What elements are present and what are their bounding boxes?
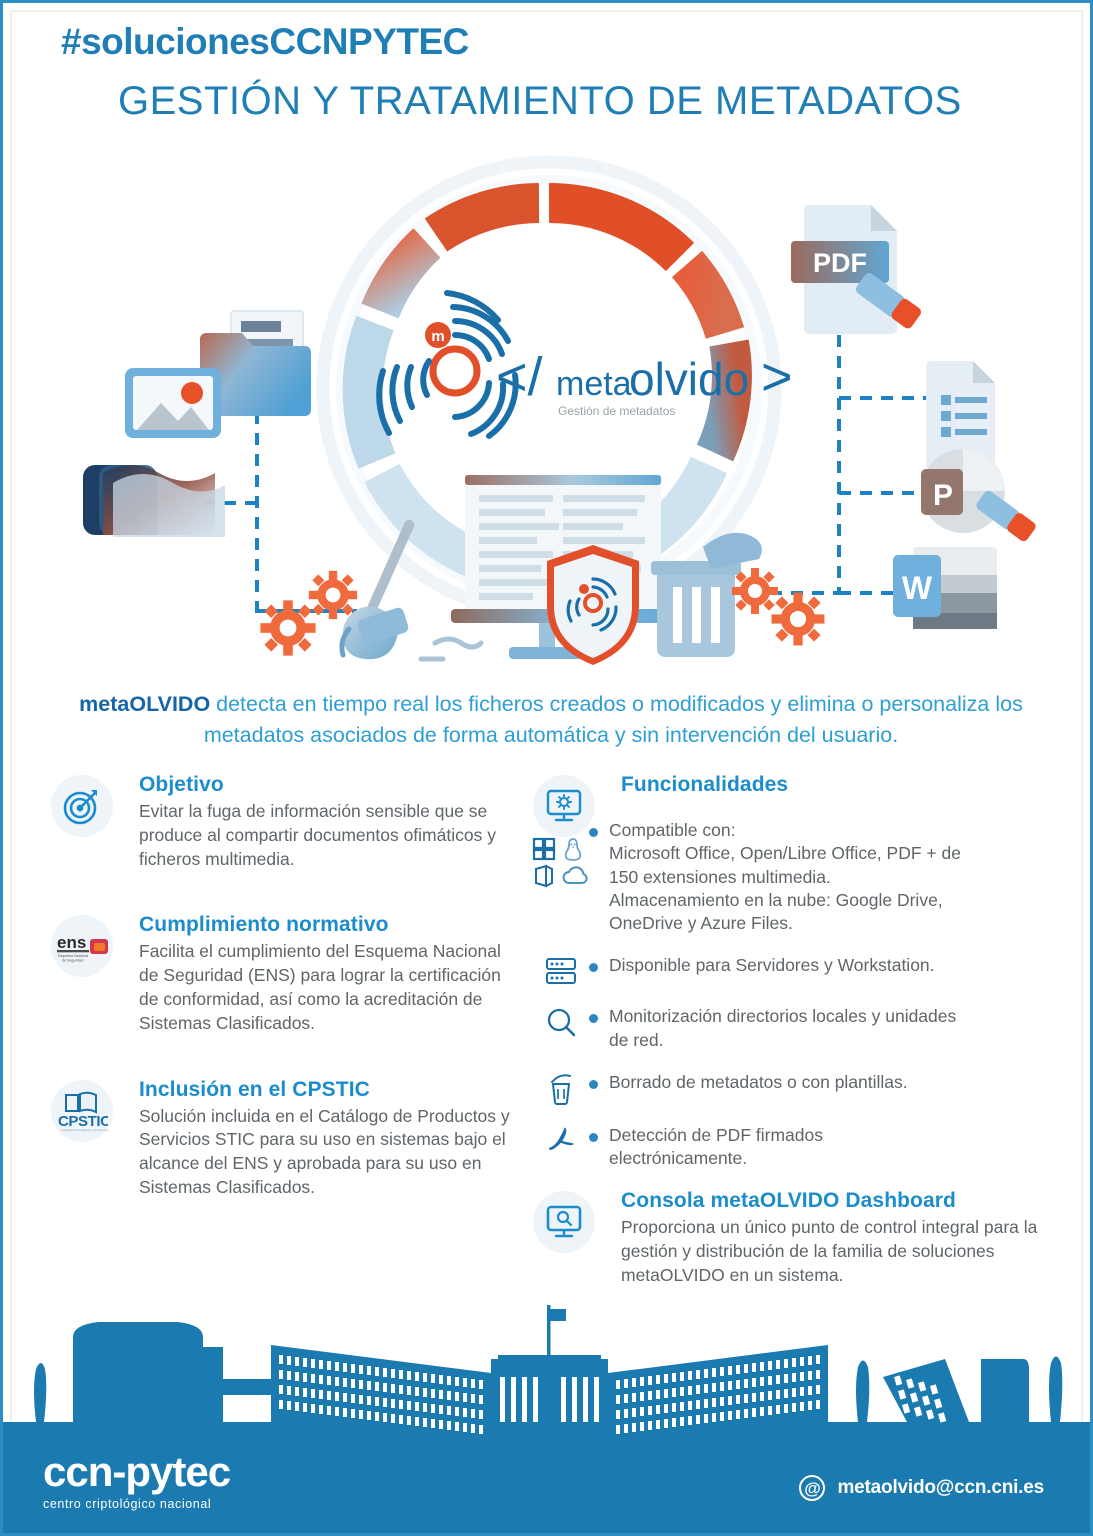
feature-servers-text: Disponible para Servidores y Workstation… — [609, 955, 935, 976]
windows-icon — [532, 837, 555, 861]
svg-text:Catálogo de Productos y Servic: Catálogo de Productos y Servicios STIC — [61, 1128, 108, 1132]
logo-tagline: centro criptológico nacional — [43, 1497, 212, 1511]
feature-monitoring-text: Monitorización directorios locales y uni… — [609, 1006, 957, 1050]
svg-text:CPSTIC: CPSTIC — [58, 1113, 108, 1130]
svg-text:>: > — [761, 347, 793, 407]
funcionalidades-title: Funcionalidades — [621, 773, 789, 796]
dashboard-monitor-icon — [546, 1206, 582, 1238]
consola-badge — [533, 1191, 595, 1254]
page-header: #solucionesCCNPYTEC GESTIÓN Y TRATAMIENT… — [3, 3, 1090, 143]
feature-erase-text: Borrado de metadatos o con plantillas. — [609, 1071, 908, 1092]
svg-text:meta: meta — [556, 365, 632, 403]
list-document-icon — [926, 361, 995, 470]
feature-monitoring: Monitorización directorios locales y uni… — [533, 1005, 1053, 1052]
trash-icon — [551, 1074, 571, 1105]
bullet-dot — [589, 1014, 598, 1024]
bullet-dot — [589, 828, 598, 837]
word-file-icon: W — [893, 547, 997, 629]
pdf-file-icon: PDF — [791, 205, 922, 334]
funcionalidades-badge — [533, 775, 595, 837]
powerpoint-file-icon: P — [921, 449, 1036, 542]
section-objetivo: Objetivo Evitar la fuga de información s… — [51, 773, 521, 871]
svg-text:de Seguridad: de Seguridad — [62, 959, 83, 963]
svg-text:m: m — [431, 328, 444, 345]
objetivo-title: Objetivo — [139, 773, 224, 796]
feature-servers: Disponible para Servidores y Workstation… — [533, 954, 1053, 986]
lead-brand: metaOLVIDO — [79, 692, 211, 716]
left-column: Objetivo Evitar la fuga de información s… — [51, 773, 521, 1226]
right-column: Funcionalidades — [532, 773, 1053, 1314]
consola-title: Consola metaOLVIDO Dashboard — [621, 1189, 956, 1213]
consola-body: Proporciona un único punto de control in… — [621, 1217, 1038, 1285]
progress-ring — [342, 182, 752, 593]
hero-illustration: m </ meta olvido > Gestión de metadatos — [3, 143, 1090, 673]
cumplimiento-title: Cumplimiento normativo — [139, 913, 389, 937]
cumplimiento-body: Facilita el cumplimiento del Esquema Nac… — [139, 941, 501, 1033]
cpstic-badge: CPSTIC Catálogo de Productos y Servicios… — [51, 1079, 113, 1142]
objetivo-body: Evitar la fuga de información sensible q… — [139, 801, 496, 869]
cloud-icon — [562, 866, 588, 885]
cpstic-title: Inclusión en el CPSTIC — [139, 1077, 370, 1101]
svg-text:Esquema Nacional: Esquema Nacional — [58, 954, 88, 958]
logo-tagline: Gestión de metadatos — [558, 404, 675, 418]
email-address[interactable]: metaolvido@ccn.cni.es — [837, 1477, 1044, 1498]
mop-icon — [339, 519, 484, 662]
page-title: GESTIÓN Y TRATAMIENTO DE METADATOS — [118, 79, 962, 123]
cpstic-body: Solución incluida en el Catálogo de Prod… — [139, 1105, 510, 1197]
feature-signed-pdf: Detección de PDF firmados electrónicamen… — [533, 1124, 1053, 1171]
ppt-label: P — [933, 479, 953, 512]
ens-badge: ens Esquema Nacional de Seguridad — [51, 915, 113, 978]
feature-signed-pdf-text: Detección de PDF firmados electrónicamen… — [609, 1124, 823, 1169]
feature-compatible: Compatible con: Microsoft Office, Open/L… — [532, 819, 1053, 935]
magnifier-icon — [547, 1009, 576, 1037]
page-footer: ccn-pytec centro criptológico nacional @… — [3, 1437, 1090, 1533]
skyline-silhouette — [3, 1297, 1090, 1437]
metaolvido-logo: m </ meta olvido > Gestión de metadatos — [376, 290, 793, 439]
platform-icons — [532, 819, 589, 888]
acrobat-icon — [549, 1127, 574, 1150]
monitor-gear-icon — [546, 789, 582, 822]
word-label: W — [902, 570, 933, 606]
bullet-dot — [589, 963, 598, 973]
section-consola: Consola metaOLVIDO Dashboard Proporciona… — [533, 1189, 1053, 1287]
logo-wordmark: ccn-pytec — [43, 1448, 231, 1495]
linux-penguin-icon — [564, 838, 581, 861]
svg-text:ens: ens — [57, 933, 86, 952]
shield-fingerprint-icon — [547, 545, 639, 665]
bullet-dot — [589, 1079, 598, 1089]
bullet-dot — [589, 1132, 598, 1142]
feature-erase: Borrado de metadatos o con plantillas. — [533, 1071, 1053, 1105]
folder-documents-icon — [200, 310, 311, 416]
pdf-label: PDF — [813, 248, 867, 278]
ens-badge-icon: ens Esquema Nacional de Seguridad — [57, 933, 108, 963]
section-cumplimiento: ens Esquema Nacional de Seguridad Cumpli… — [51, 913, 521, 1035]
objetivo-badge — [51, 775, 113, 837]
logo-wordmark: </ — [496, 347, 543, 407]
feature-compatible-text: Compatible con: Microsoft Office, Open/L… — [609, 820, 961, 934]
target-icon — [63, 790, 97, 825]
trash-bin-icon — [651, 532, 762, 657]
image-file-icon — [125, 368, 221, 438]
office-icon — [534, 864, 553, 888]
svg-text:olvido: olvido — [629, 353, 749, 405]
lead-text: detecta en tiempo real los ficheros crea… — [203, 692, 1023, 747]
section-cpstic: CPSTIC Catálogo de Productos y Servicios… — [51, 1078, 521, 1200]
server-icon — [546, 958, 576, 985]
features-list: Compatible con: Microsoft Office, Open/L… — [532, 819, 1053, 1171]
at-icon: @ — [799, 1475, 826, 1501]
lead-paragraph: metaOLVIDO detecta en tiempo real los fi… — [51, 689, 1051, 750]
campaign-hashtag: #solucionesCCNPYTEC — [61, 21, 469, 62]
content-columns: Objetivo Evitar la fuga de información s… — [3, 773, 1090, 1333]
gear-cluster-right — [732, 568, 825, 646]
section-funcionalidades: Funcionalidades — [533, 773, 1053, 837]
ccn-pytec-logo: ccn-pytec centro criptológico nacional — [43, 1448, 231, 1512]
cpstic-badge-icon: CPSTIC Catálogo de Productos y Servicios… — [58, 1091, 108, 1132]
media-stack-icon — [83, 465, 225, 537]
contact-email[interactable]: @ metaolvido@ccn.cni.es — [799, 1475, 1044, 1501]
